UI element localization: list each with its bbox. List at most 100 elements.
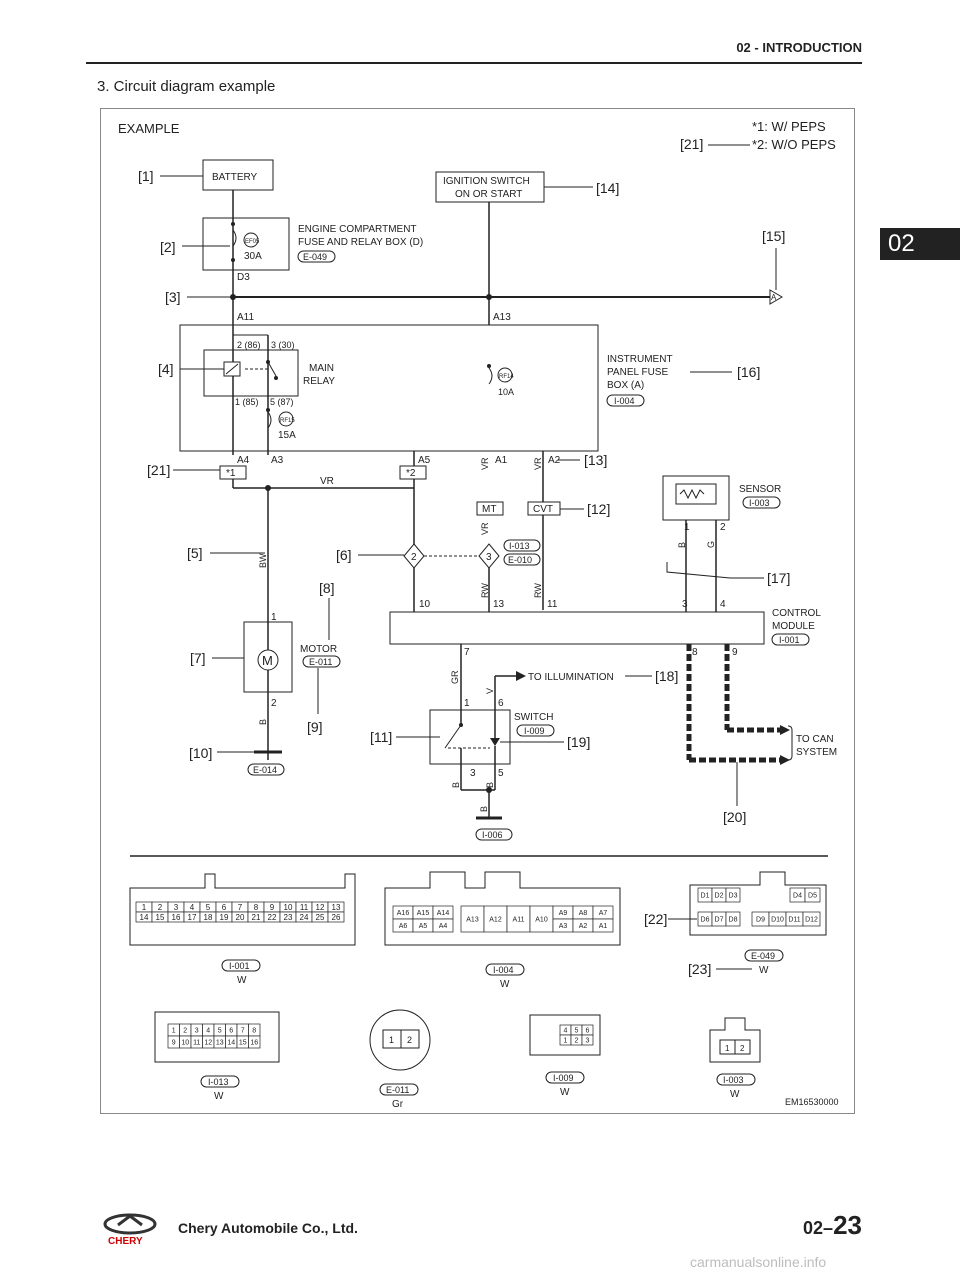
motor-symbol: M bbox=[262, 653, 273, 668]
i013-pin-13: 13 bbox=[216, 1039, 224, 1046]
wire-vr-a2: VR bbox=[533, 457, 543, 470]
i003-pin-2: 2 bbox=[740, 1044, 745, 1053]
cm-code: I-001 bbox=[779, 635, 800, 645]
e049-pin-d11: D11 bbox=[788, 916, 800, 923]
wire-vr-label: VR bbox=[320, 476, 334, 487]
ignition-switch-sub: ON OR START bbox=[455, 189, 522, 200]
i009-pin-1: 1 bbox=[564, 1037, 568, 1044]
i013-pin-7: 7 bbox=[241, 1027, 245, 1034]
i001-pin-22: 22 bbox=[268, 913, 277, 922]
i004-pin-a2: A2 bbox=[579, 923, 588, 930]
e049-pin-d2: D2 bbox=[715, 892, 724, 899]
i001-pin-26: 26 bbox=[332, 913, 341, 922]
callout-7: [7] bbox=[190, 650, 206, 666]
note-no-peps: *2: W/O PEPS bbox=[752, 137, 836, 152]
e049-pin-d12: D12 bbox=[805, 916, 818, 923]
i004-pin-a13: A13 bbox=[466, 916, 479, 923]
i004-pin-a11: A11 bbox=[513, 916, 525, 923]
callout-16: [16] bbox=[737, 364, 760, 380]
callout-18: [18] bbox=[655, 668, 678, 684]
e011-code: E-011 bbox=[386, 1085, 409, 1095]
ipfb-label-2: PANEL FUSE bbox=[607, 367, 668, 378]
i004-pin-a16: A16 bbox=[397, 910, 410, 917]
motor-pin-1: 1 bbox=[271, 612, 277, 623]
i013-pin-9: 9 bbox=[172, 1039, 176, 1046]
i001-pin-6: 6 bbox=[222, 903, 227, 912]
wire-gr: GR bbox=[450, 670, 460, 684]
e049-color: W bbox=[759, 965, 769, 976]
i001-pin-1: 1 bbox=[142, 903, 147, 912]
wire-b-sw3: B bbox=[451, 782, 461, 788]
i001-pin-14: 14 bbox=[140, 913, 149, 922]
cvt-label: CVT bbox=[533, 504, 553, 515]
callout-8: [8] bbox=[319, 580, 335, 596]
wire-vr-mt: VR bbox=[480, 522, 490, 535]
splice-3: 3 bbox=[486, 552, 492, 563]
ipfb-label: INSTRUMENT bbox=[607, 354, 673, 365]
relay-pin-3: 3 (30) bbox=[271, 340, 295, 350]
relay-pin-5: 5 (87) bbox=[270, 397, 294, 407]
callout-10: [10] bbox=[189, 745, 212, 761]
i001-pin-10: 10 bbox=[284, 903, 293, 912]
page-prefix: 02– bbox=[803, 1218, 834, 1238]
i013-code: I-013 bbox=[208, 1077, 229, 1087]
ecfb-code: E-049 bbox=[303, 252, 327, 262]
chapter-tab[interactable]: 02 bbox=[880, 228, 960, 260]
i004-pin-a1: A1 bbox=[599, 923, 608, 930]
i001-pin-8: 8 bbox=[254, 903, 259, 912]
i001-pin-9: 9 bbox=[270, 903, 275, 912]
i001-pin-3: 3 bbox=[174, 903, 179, 912]
e049-pin-d10: D10 bbox=[771, 916, 784, 923]
fuse-ef05: EF05 bbox=[245, 239, 260, 245]
pin-a1: A1 bbox=[495, 455, 508, 466]
pin-a11: A11 bbox=[237, 312, 254, 323]
ground-e014: E-014 bbox=[253, 765, 277, 775]
i001-pin-7: 7 bbox=[238, 903, 243, 912]
i004-pin-a14: A14 bbox=[437, 910, 450, 917]
i001-pin-17: 17 bbox=[188, 913, 197, 922]
wire-b-ground: B bbox=[479, 806, 489, 812]
conn-e010: E-010 bbox=[508, 555, 532, 565]
ipfb-label-3: BOX (A) bbox=[607, 380, 644, 391]
i004-pin-a12: A12 bbox=[489, 916, 502, 923]
callout-22: [22] bbox=[644, 911, 667, 927]
to-can-label-2: SYSTEM bbox=[796, 747, 837, 758]
i013-pin-3: 3 bbox=[195, 1027, 199, 1034]
i013-pin-5: 5 bbox=[218, 1027, 222, 1034]
page-number: 02–23 bbox=[803, 1210, 862, 1241]
wire-b-motor: B bbox=[258, 719, 268, 725]
fuse-rf14-amp: 10A bbox=[498, 387, 514, 397]
i003-pin-1: 1 bbox=[725, 1044, 730, 1053]
relay-label-2: RELAY bbox=[303, 376, 335, 387]
i001-pin-20: 20 bbox=[236, 913, 245, 922]
wire-v: V bbox=[485, 688, 495, 694]
i004-pin-a15: A15 bbox=[417, 910, 430, 917]
motor-label: MOTOR bbox=[300, 644, 337, 655]
e011-pin-1: 1 bbox=[389, 1035, 394, 1045]
i009-pin-4: 4 bbox=[564, 1027, 568, 1034]
i001-pin-11: 11 bbox=[300, 903, 309, 912]
footer-company: Chery Automobile Co., Ltd. bbox=[178, 1220, 358, 1236]
e049-pin-d7: D7 bbox=[715, 916, 724, 923]
switch-pin-1: 1 bbox=[464, 698, 470, 709]
to-can-label: TO CAN bbox=[796, 734, 834, 745]
e049-pin-d5: D5 bbox=[808, 892, 817, 899]
switch-label: SWITCH bbox=[514, 712, 553, 723]
chery-logo: CHERY bbox=[103, 1213, 157, 1246]
conn-i013: I-013 bbox=[509, 541, 530, 551]
motor-pin-2: 2 bbox=[271, 698, 277, 709]
pin-a5: A5 bbox=[418, 455, 431, 466]
e049-pin-d1: D1 bbox=[701, 892, 710, 899]
e049-pin-d3: D3 bbox=[729, 892, 738, 899]
i001-pin-23: 23 bbox=[284, 913, 293, 922]
cm-label-2: MODULE bbox=[772, 621, 815, 632]
chery-brand: CHERY bbox=[108, 1236, 143, 1246]
wire-g-sensor: G bbox=[706, 541, 716, 548]
pin-a13: A13 bbox=[493, 312, 511, 323]
wire-vr-a1: VR bbox=[480, 457, 490, 470]
pin-a3: A3 bbox=[271, 455, 284, 466]
i004-color: W bbox=[500, 979, 510, 990]
i004-pin-a10: A10 bbox=[535, 916, 548, 923]
i004-pin-a3: A3 bbox=[559, 923, 568, 930]
